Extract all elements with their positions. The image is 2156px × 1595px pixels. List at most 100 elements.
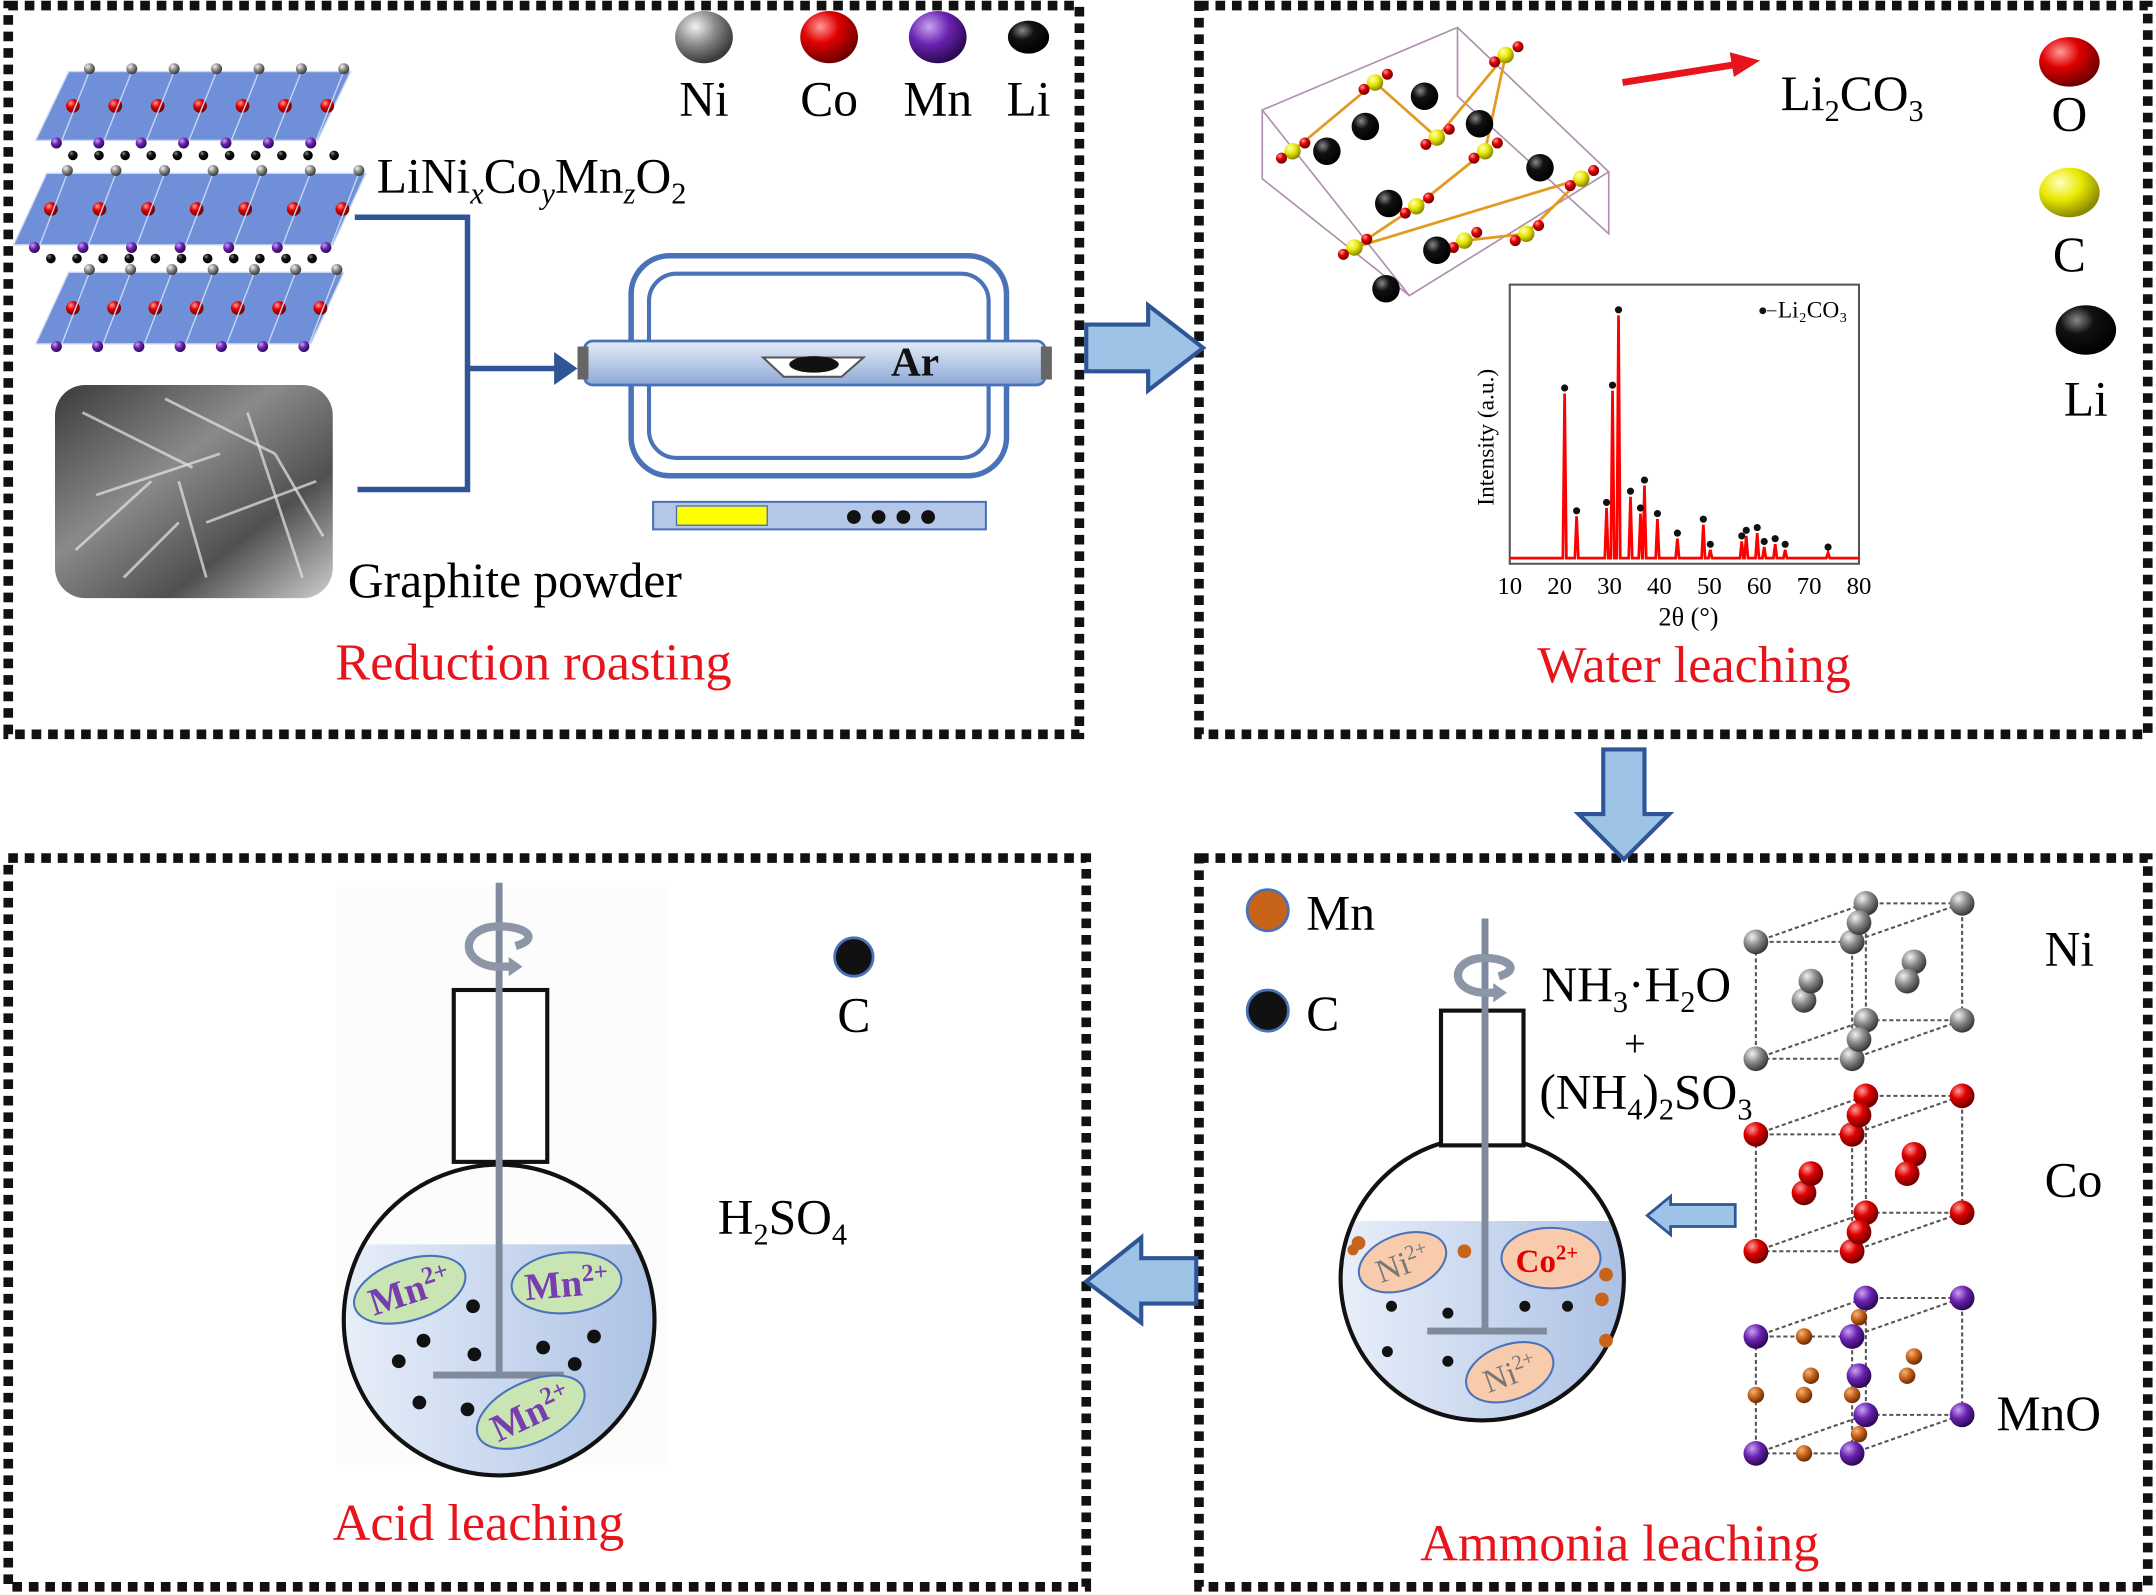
panel-acid-leaching-border	[3, 853, 1092, 1592]
panel-reduction-roasting-border	[3, 0, 1085, 740]
mn-atom	[174, 341, 186, 352]
mn-atom	[298, 341, 310, 352]
xrd-pattern-line	[1509, 315, 1859, 560]
carbon-atom	[1456, 232, 1473, 249]
oxygen-atom	[1795, 1445, 1813, 1462]
gray-atom	[1743, 929, 1769, 955]
xrd-peak-markers	[1561, 306, 1832, 551]
mn-particles	[1347, 1236, 1613, 1348]
li-atom	[176, 253, 187, 264]
li-atom	[1351, 112, 1380, 141]
gray-atom	[1853, 1007, 1879, 1033]
mn-atom	[220, 137, 232, 149]
red-atom	[1846, 1219, 1872, 1245]
reagent-ammonia: NH3·H2O	[1541, 957, 1731, 1019]
red-atom	[1901, 1141, 1927, 1167]
li-atom	[329, 150, 339, 161]
graphite-sem-texture	[74, 397, 325, 579]
carbon-atom	[1518, 225, 1535, 242]
legend-sphere-co	[800, 11, 858, 64]
c-legend-dot	[1245, 988, 1290, 1033]
oxygen-atom	[1795, 1328, 1813, 1345]
ni-atom	[295, 63, 307, 75]
oxygen-atom	[1471, 226, 1483, 238]
ni-atom	[159, 165, 171, 176]
legend-sphere-li	[2055, 305, 2117, 355]
li-atom	[150, 253, 161, 264]
red-atom	[1839, 1122, 1865, 1147]
arrow-left-icon	[1082, 1233, 1199, 1327]
red-arrow	[1621, 61, 1736, 86]
mn-ions: Mn2+ Mn2+ Mn2+	[353, 1251, 623, 1451]
oxygen-atom	[1795, 1386, 1813, 1404]
panel-borders	[3, 0, 2153, 1592]
oxygen-atom	[1337, 248, 1349, 260]
caption-acid-leaching: Acid leaching	[333, 1494, 625, 1552]
ion-mn-1: Mn2+	[353, 1254, 467, 1325]
xrd-x-tick-label: 80	[1847, 573, 1872, 600]
caption-ammonia-leaching: Ammonia leaching	[1420, 1515, 1819, 1573]
oxygen-atom	[1381, 68, 1393, 80]
reagent-ammonium-sulfite: (NH4)2SO3	[1539, 1064, 1752, 1126]
oxygen-atom	[1443, 123, 1455, 135]
xrd-x-tick-label: 10	[1497, 573, 1522, 600]
gray-atom	[1839, 1046, 1865, 1072]
li-atom	[1372, 275, 1400, 303]
mn-atom	[178, 137, 190, 149]
carbon-legend-dot	[833, 936, 875, 978]
mn-atom	[77, 242, 89, 253]
gray-atom	[1791, 987, 1817, 1013]
mn-atom	[1839, 1441, 1865, 1466]
rotation-icon	[1453, 953, 1515, 997]
ni-atom	[331, 264, 343, 275]
red-atom	[1894, 1161, 1920, 1186]
mn-atom	[262, 137, 274, 149]
ion-co: Co2+	[1500, 1226, 1602, 1290]
mn-atom	[126, 242, 138, 253]
li-atom	[255, 253, 265, 264]
mn-atom	[174, 242, 186, 253]
mn-atom	[223, 242, 235, 253]
li-atom	[228, 253, 239, 264]
xrd-plot-frame	[1508, 283, 1861, 565]
mn-legend-dot	[1245, 888, 1290, 933]
carbon-atom	[1408, 198, 1425, 215]
mn-atom	[257, 341, 269, 352]
xrd-x-tick-label: 30	[1597, 573, 1622, 600]
xrd-peak-marker	[1771, 535, 1779, 543]
xrd-peak-marker	[1742, 526, 1750, 534]
gray-atom	[1901, 949, 1927, 975]
xrd-peak-marker	[1636, 504, 1645, 512]
graphite-sem-image	[55, 385, 333, 599]
oxygen-atom	[1361, 233, 1373, 245]
mn-atom	[215, 341, 227, 352]
panel-ammonia-leaching: Ni2+ Co2+ Ni2+ Mn C NH3·H2O + (NH4)2SO3 …	[1245, 886, 2102, 1573]
ni-atom	[83, 63, 95, 75]
oxygen-atom	[1898, 1367, 1916, 1384]
rotation-icon	[464, 922, 533, 971]
mn-atom	[92, 341, 104, 352]
li-atom	[1526, 154, 1554, 182]
ni-atom	[290, 264, 302, 275]
carbon-atom	[1428, 129, 1446, 146]
oxygen-atom	[1850, 1425, 1868, 1443]
ion-ni-1: Ni2+	[1357, 1231, 1448, 1294]
oxygen-atom	[1399, 207, 1411, 219]
carbon-atom	[1476, 143, 1494, 160]
gray-atom	[1949, 1007, 1975, 1033]
li-atom	[98, 253, 108, 264]
caption-water-leaching: Water leaching	[1537, 636, 1850, 694]
svg-text:Co2+: Co2+	[1516, 1243, 1578, 1280]
xrd-peak-marker	[1781, 540, 1789, 548]
li-atom	[198, 150, 209, 161]
oxygen-atom	[1802, 1367, 1820, 1384]
carbon-legend-label: C	[837, 987, 870, 1042]
li-atom	[303, 150, 313, 161]
legend-label-li: Li	[2064, 371, 2108, 426]
ni-atom	[211, 63, 223, 75]
xrd-peak-marker	[1760, 537, 1768, 546]
mn-atom	[1846, 1363, 1872, 1389]
